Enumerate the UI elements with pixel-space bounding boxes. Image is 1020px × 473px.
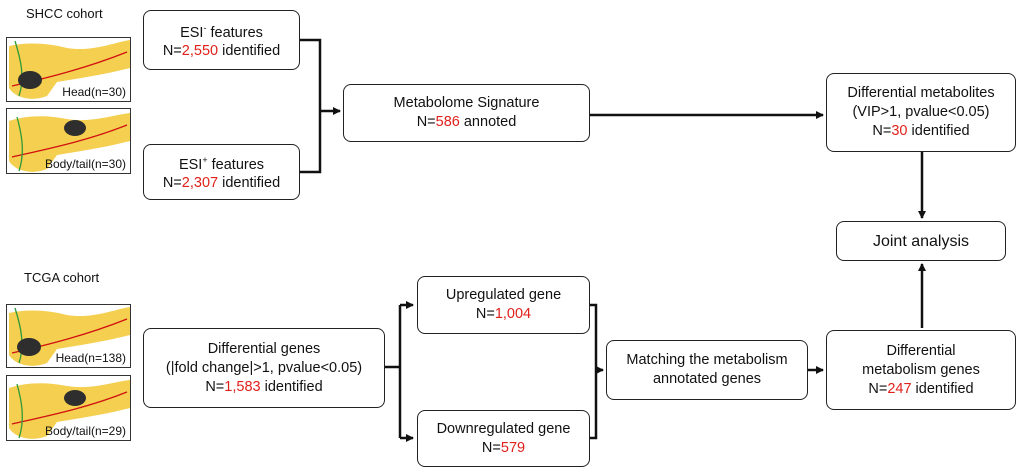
esi-negative-title: ESI- features (180, 22, 263, 41)
tcga-cohort-title: TCGA cohort (24, 270, 100, 285)
shcc-head-pancreas-image: Head(n=30) (6, 37, 131, 102)
differential-metabolites-box: Differential metabolites (VIP>1, pvalue<… (826, 73, 1016, 152)
downregulated-count: N=579 (481, 439, 526, 456)
joint-analysis-box: Joint analysis (836, 221, 1006, 261)
esi-positive-title: ESI+ features (178, 154, 265, 173)
diff-metab-genes-count: N=247 identified (868, 380, 974, 397)
shcc-body-label: Body/tail(n=30) (44, 157, 126, 171)
upregulated-gene-box: Upregulated gene N=1,004 (417, 276, 590, 334)
esi-negative-count: N=2,550 identified (162, 43, 281, 60)
downregulated-gene-box: Downregulated gene N=579 (417, 410, 590, 467)
esi-positive-box: ESI+ features N=2,307 identified (143, 144, 300, 200)
downregulated-title: Downregulated gene (436, 420, 571, 437)
diff-metabolites-line1: Differential metabolites (847, 85, 995, 101)
diff-genes-line2: (|fold change|>1, pvalue<0.05) (165, 359, 363, 376)
diff-genes-count: N=1,583 identified (205, 378, 323, 395)
upregulated-count: N=1,004 (475, 306, 532, 322)
differential-metabolism-genes-box: Differential metabolism genes N=247 iden… (826, 330, 1016, 410)
shcc-cohort-title: SHCC cohort (26, 6, 103, 21)
esi-negative-box: ESI- features N=2,550 identified (143, 10, 300, 70)
matching-line1: Matching the metabolism (626, 352, 788, 368)
diff-metab-genes-line1: Differential (886, 342, 956, 359)
shcc-head-label: Head(n=30) (62, 85, 126, 99)
tcga-head-label: Head(n=138) (55, 351, 126, 365)
esi-neg-connector (300, 38, 322, 174)
metabolome-title: Metabolome Signature (393, 95, 540, 111)
diff-genes-line1: Differential genes (207, 340, 321, 357)
tcga-head-pancreas-image: Head(n=138) (6, 304, 131, 368)
differential-genes-box: Differential genes (|fold change|>1, pva… (143, 328, 385, 408)
upregulated-title: Upregulated gene (445, 287, 562, 303)
metabolome-count: N=586 annoted (416, 114, 517, 130)
diff-metabolites-line2: (VIP>1, pvalue<0.05) (852, 104, 990, 120)
matching-line2: annotated genes (652, 371, 762, 387)
metabolome-signature-box: Metabolome Signature N=586 annoted (343, 84, 590, 142)
matching-annotated-genes-box: Matching the metabolism annotated genes (606, 340, 808, 400)
tcga-body-label: Body/tail(n=29) (44, 424, 126, 438)
diff-metabolites-count: N=30 identified (872, 123, 970, 139)
joint-analysis-label: Joint analysis (872, 232, 970, 250)
tcga-body-pancreas-image: Body/tail(n=29) (6, 375, 131, 441)
diff-metab-genes-line2: metabolism genes (862, 361, 980, 378)
esi-positive-count: N=2,307 identified (162, 175, 281, 192)
shcc-body-pancreas-image: Body/tail(n=30) (6, 108, 131, 174)
merge-vertical (590, 303, 598, 440)
